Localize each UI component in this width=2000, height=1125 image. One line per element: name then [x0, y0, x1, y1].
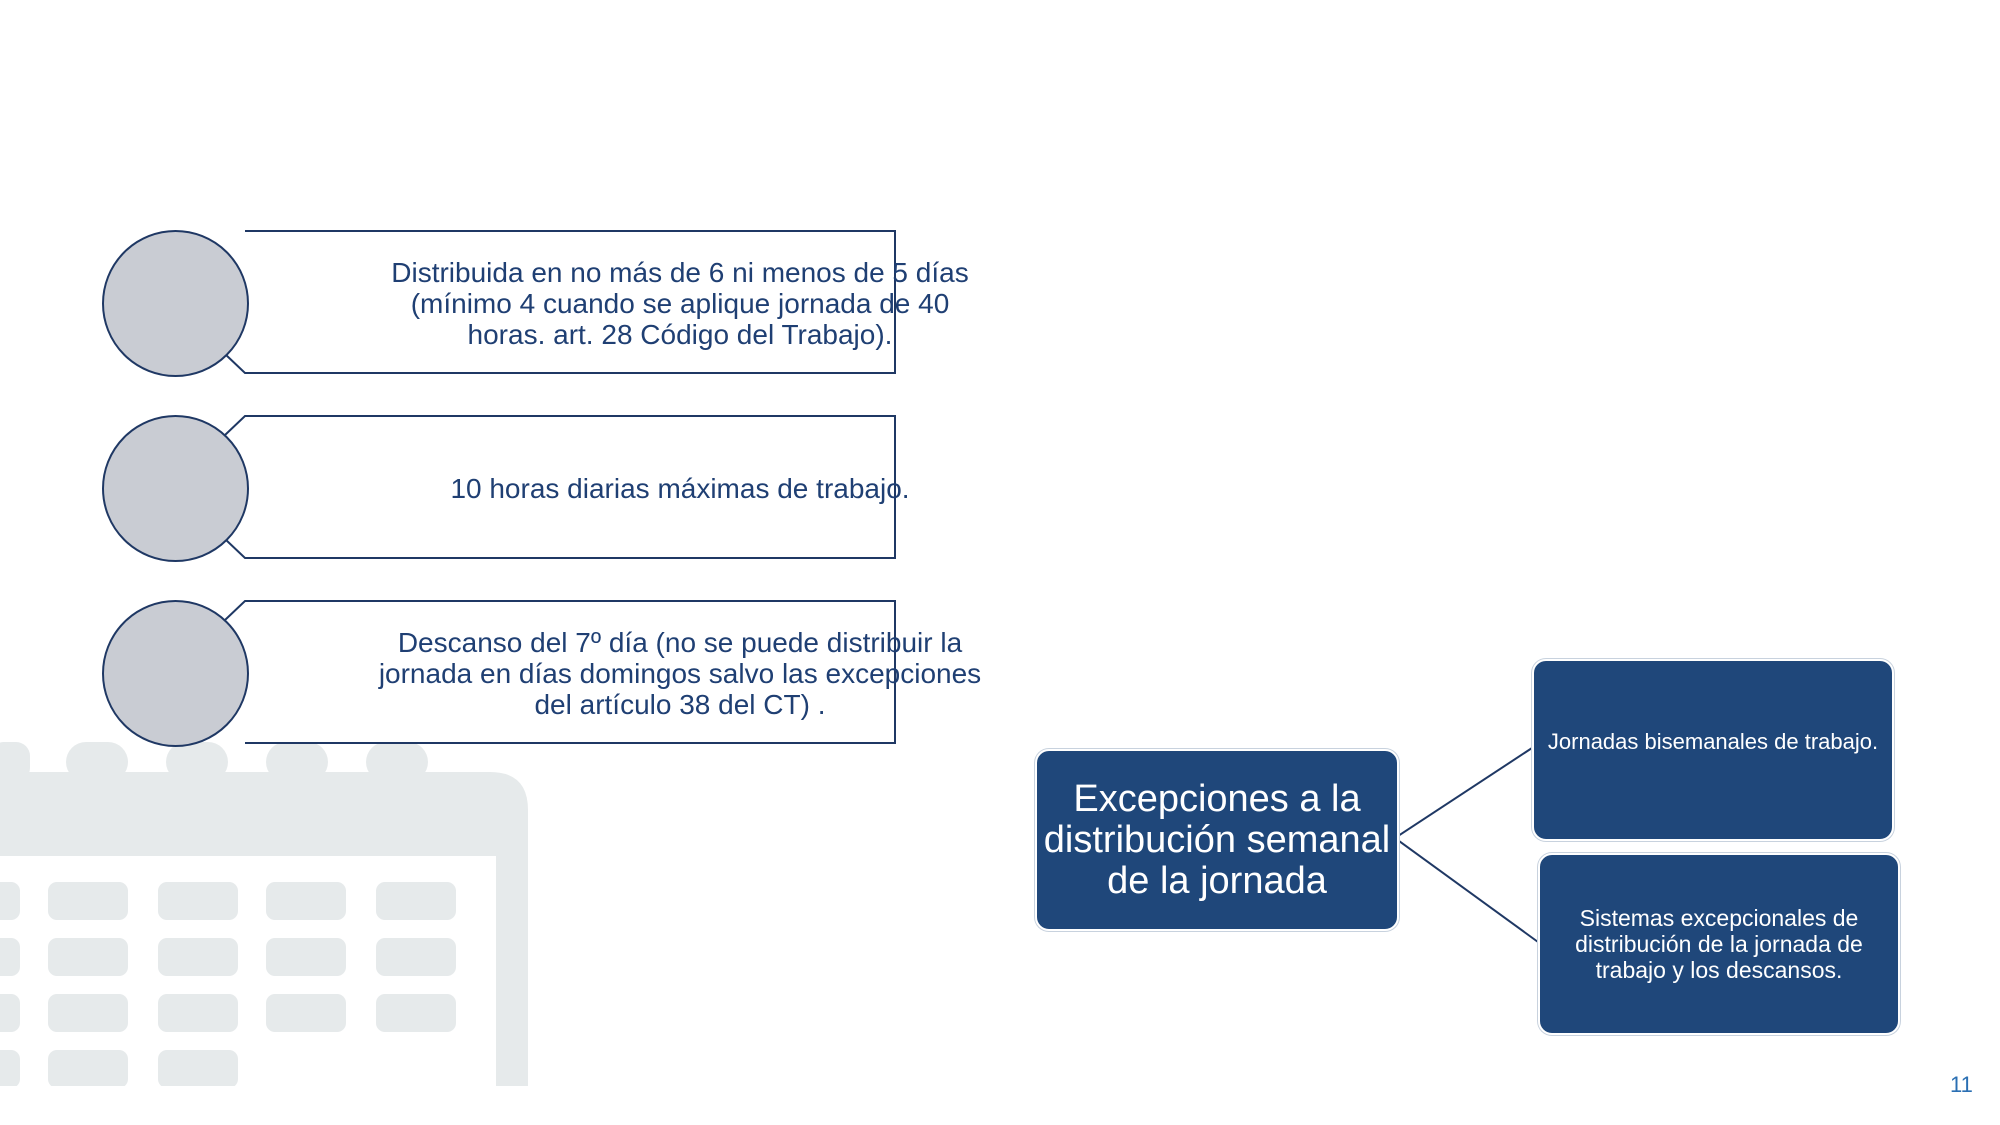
list-item-card — [224, 415, 896, 559]
list-item-seventh-day-rest: Descanso del 7º día (no se puede distrib… — [100, 600, 981, 747]
diagram-node-label: Jornadas bisemanales de trabajo. — [1547, 729, 1879, 754]
list-item-text: 10 horas diarias máximas de trabajo. — [450, 472, 910, 504]
diagram-node-biweekly: Jornadas bisemanales de trabajo. — [1532, 659, 1894, 841]
connector-line-to-biweekly — [1394, 747, 1533, 839]
calendar-icon — [0, 742, 528, 1086]
list-item-max-hours: 10 horas diarias máximas de trabajo. — [100, 415, 910, 562]
list-item-text: Distribuida en no más de 6 ni menos de 5… — [391, 256, 969, 350]
diagram-main-node-label: Excepciones a la distribución semanal de… — [1043, 777, 1391, 902]
diagram-main-node: Excepciones a la distribución semanal de… — [1035, 749, 1399, 931]
list-item-text: Descanso del 7º día (no se puede distrib… — [378, 626, 982, 720]
page-number: 11 — [1950, 1072, 1973, 1097]
diagram-node-exceptional-systems: Sistemas excepcionales de distribución d… — [1538, 853, 1900, 1035]
list-item-card — [224, 230, 896, 374]
list-item-bullet-circle — [102, 415, 249, 562]
diagram-node-label: Sistemas excepcionales de distribución d… — [1575, 905, 1863, 983]
list-item-distribution-days: Distribuida en no más de 6 ni menos de 5… — [100, 230, 969, 377]
list-item-bullet-circle — [102, 600, 249, 747]
list-item-bullet-circle — [102, 230, 249, 377]
list-item-card — [224, 600, 896, 744]
connector-line-to-exceptional-systems — [1394, 837, 1539, 943]
